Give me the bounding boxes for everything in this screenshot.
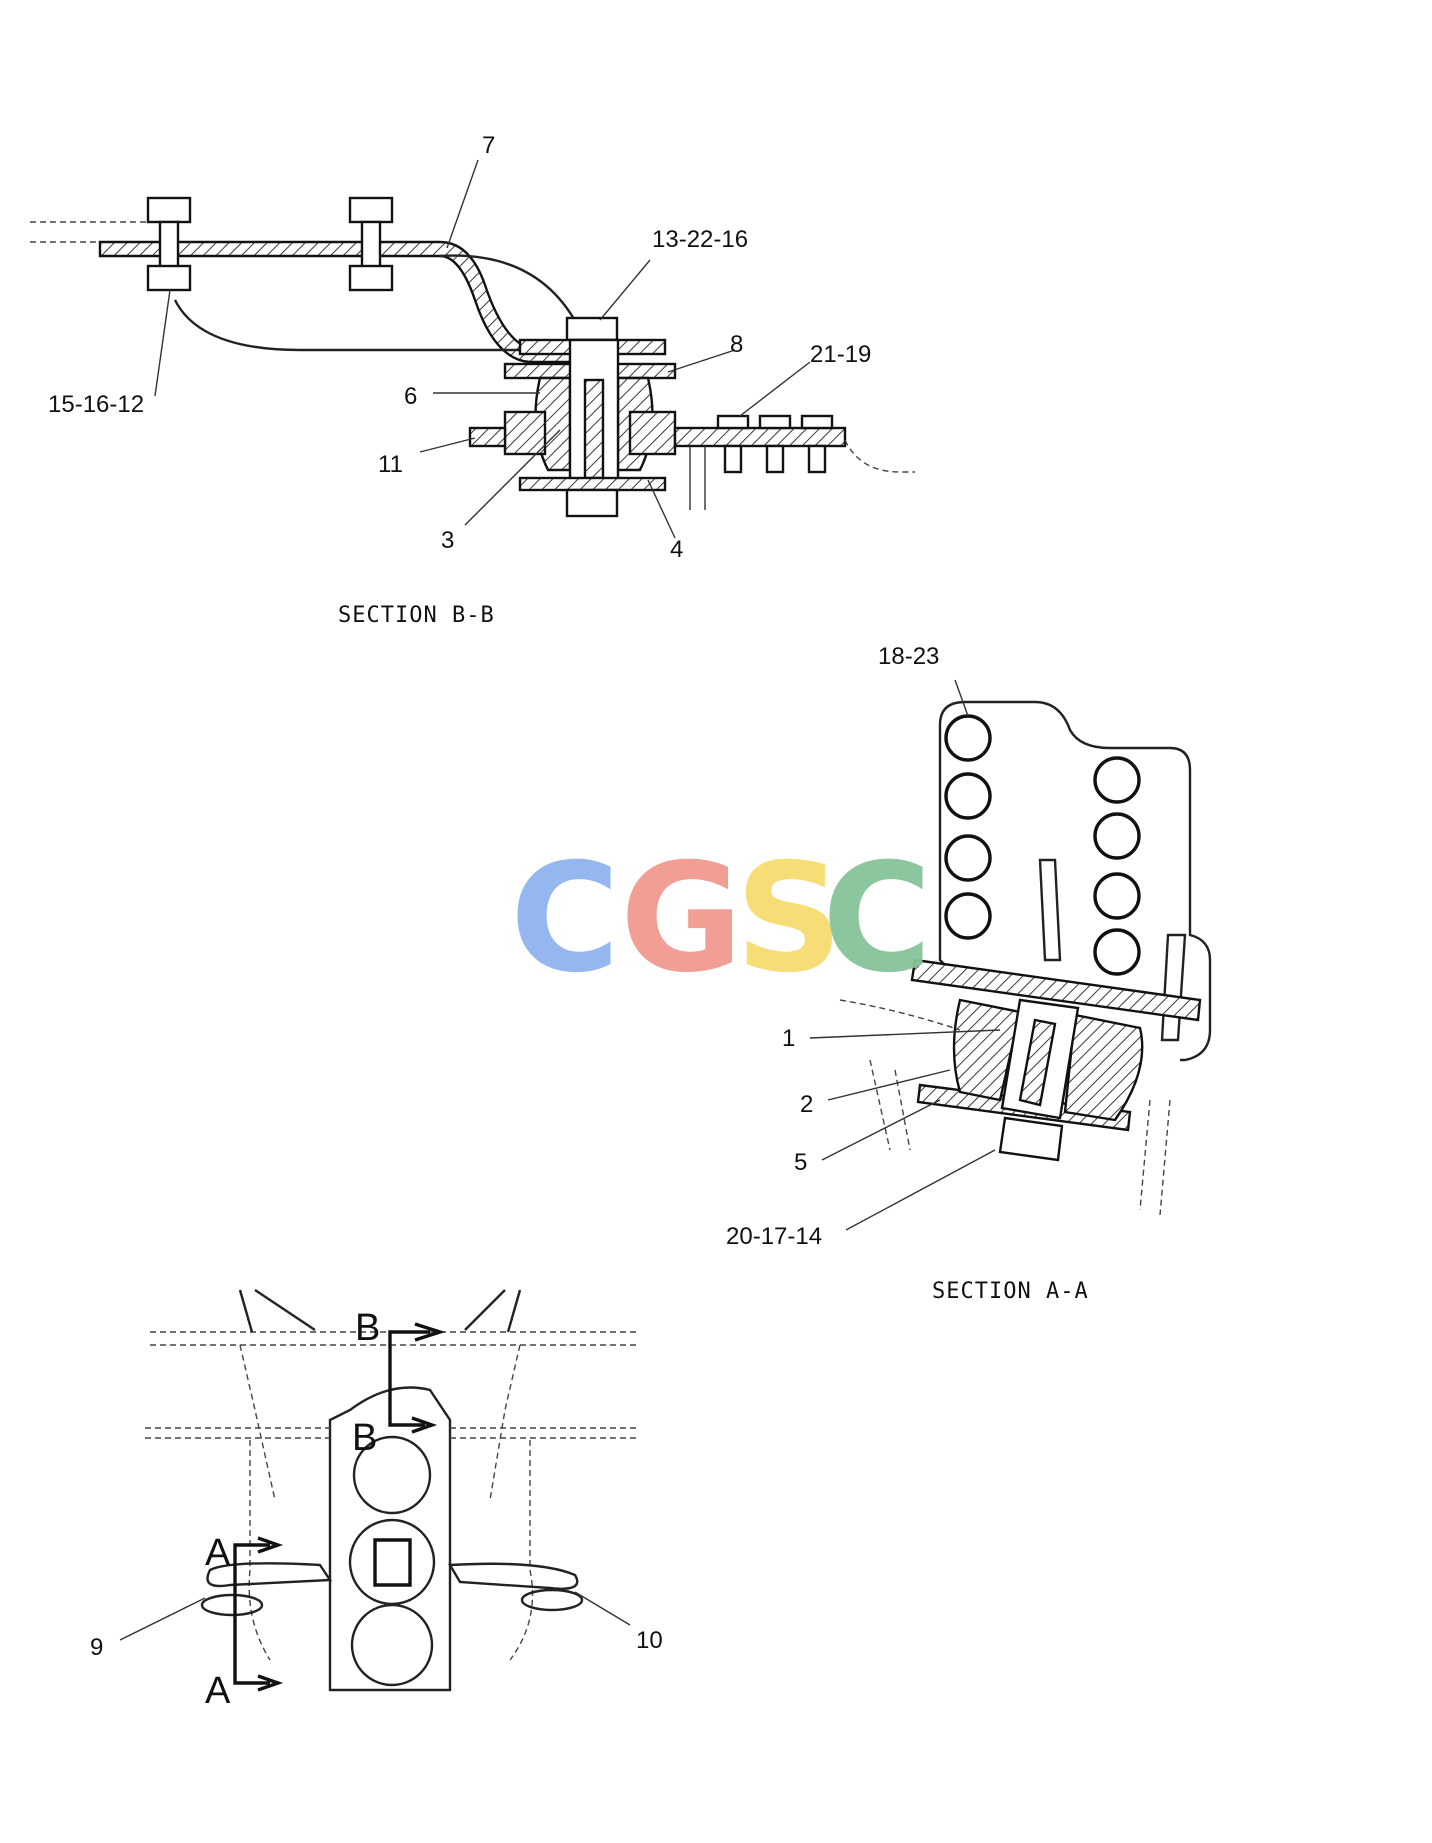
cgsc-watermark: C G S C xyxy=(510,832,932,1006)
callout-8: 8 xyxy=(730,331,743,358)
callout-6: 6 xyxy=(404,383,417,410)
callout-10: 10 xyxy=(636,1627,663,1654)
callout-15-16-12: 15-16-12 xyxy=(48,391,144,418)
section-a-leaders xyxy=(809,679,1001,1231)
view-mark-a-top: A xyxy=(205,1532,231,1574)
bolt-holes-bracket xyxy=(944,714,1141,976)
callout-3: 3 xyxy=(441,527,454,554)
bolt-left-1 xyxy=(146,196,192,292)
plate-bolts-right xyxy=(716,414,834,474)
watermark-letter-3: S xyxy=(735,832,843,1006)
bolt-left-2 xyxy=(348,196,394,292)
engine-overview-drawing: B B A A 9 10 xyxy=(90,1289,663,1712)
section-b-leaders xyxy=(154,159,811,539)
callout-11: 11 xyxy=(378,451,403,478)
mount-assembly-b xyxy=(503,316,677,518)
callout-21-19: 21-19 xyxy=(810,341,871,368)
callout-9: 9 xyxy=(90,1634,103,1661)
callout-7: 7 xyxy=(482,132,495,159)
view-mark-b-top: B xyxy=(355,1307,380,1349)
section-b-title: SECTION B-B xyxy=(338,603,495,628)
callout-2: 2 xyxy=(800,1091,813,1118)
section-arrows xyxy=(233,1322,446,1692)
callout-20-17-14: 20-17-14 xyxy=(726,1223,822,1250)
view-mark-a-bottom: A xyxy=(205,1670,231,1712)
callout-5: 5 xyxy=(794,1149,807,1176)
overview-leaders xyxy=(119,1591,631,1641)
section-b-b-drawing: 7 13-22-16 8 21-19 6 15-16-12 11 3 4 SEC… xyxy=(30,132,915,628)
watermark-letter-2: G xyxy=(620,832,743,1006)
watermark-letter-1: C xyxy=(510,832,620,1006)
section-a-title: SECTION A-A xyxy=(932,1279,1089,1304)
watermark-letter-4: C xyxy=(822,832,932,1006)
callout-4: 4 xyxy=(670,536,683,563)
callout-1: 1 xyxy=(782,1025,795,1052)
section-a-a-drawing: 18-23 1 2 5 20-17-14 SECTION A-A xyxy=(726,643,1212,1304)
callout-18-23: 18-23 xyxy=(878,643,939,670)
callout-13-22-16: 13-22-16 xyxy=(652,226,748,253)
view-mark-b-bottom: B xyxy=(352,1417,377,1459)
